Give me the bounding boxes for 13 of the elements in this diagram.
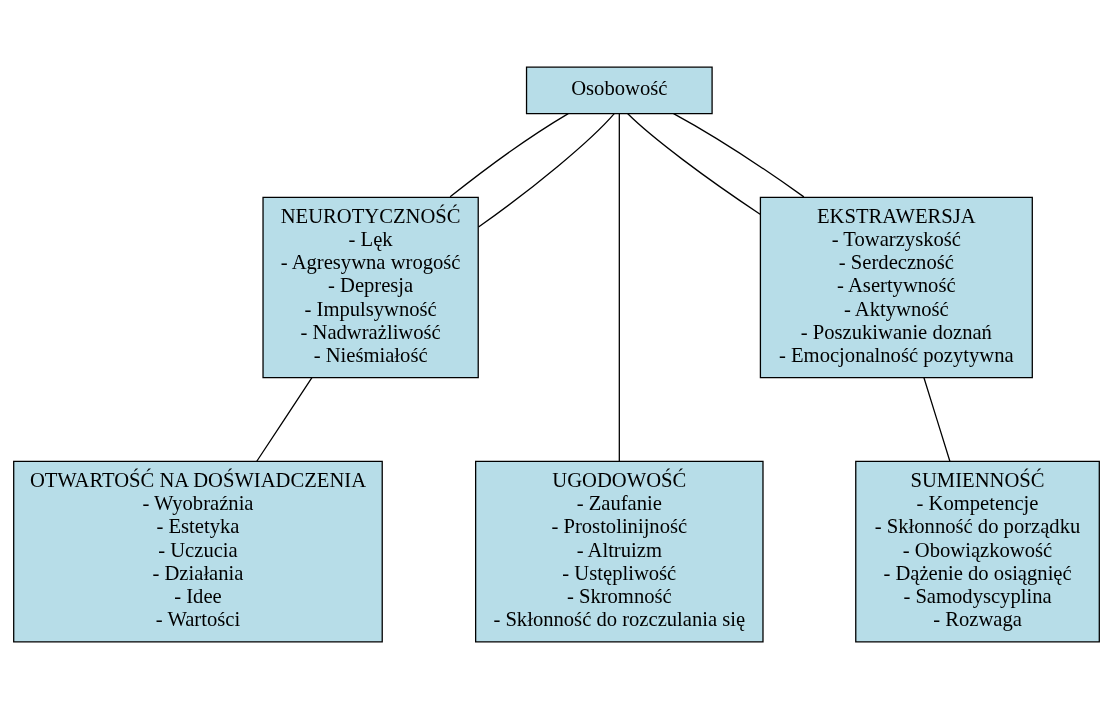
node-box: OTWARTOŚĆ NA DOŚWIADCZENIA - Wyobraźnia - Estetyka - Uczucia - Działania - Idee - Wartości [13, 460, 383, 642]
node-box: NEUROTYCZNOŚĆ - Lęk - Agresywna wrogość - Depresja - Impulsywność - Nadwrażliwość - Nieśmiałość [262, 196, 479, 378]
connector [477, 112, 615, 228]
connector [626, 112, 761, 215]
node-box: EKSTRAWERSJA - Towarzyskość - Serdeczność - Asertywność - Aktywność - Poszukiwanie doznań - Emocjonalność pozytywna [759, 196, 1033, 378]
connector [256, 376, 313, 462]
connector [672, 112, 805, 197]
node-box: Osobowość [525, 66, 713, 114]
connector [923, 376, 951, 462]
node-box: UGODOWOŚĆ - Zaufanie - Prostolinijność - Altruizm - Ustępliwość - Skromność - Skłonność do rozczulania się [475, 460, 764, 642]
node-box: SUMIENNOŚĆ - Kompetencje - Skłonność do porządku - Obowiązkowość - Dążenie do osiągnięć - Samodyscyplina - Rozwaga [855, 460, 1100, 642]
connector [449, 112, 569, 197]
connector [618, 112, 620, 462]
